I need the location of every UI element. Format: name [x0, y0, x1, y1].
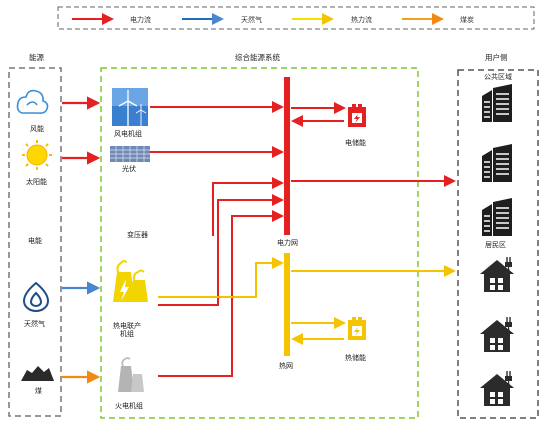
wind-turbine-image [112, 88, 148, 126]
chp-label: 热电联产 机组 [113, 322, 141, 339]
chp-heat-flow [158, 257, 284, 298]
user-section-title: 用户侧 [485, 53, 508, 62]
pv-label: 光伏 [122, 165, 136, 173]
thermal-plant-label: 火电机组 [115, 402, 143, 410]
public-building-icon-3 [481, 197, 513, 237]
legend-coal-label: 煤炭 [460, 16, 474, 24]
coal-icon [21, 366, 54, 381]
legend-frame [57, 6, 535, 30]
public-area-label: 公共区域 [484, 73, 512, 81]
heat-storage-label: 热储能 [345, 354, 366, 362]
wind-source-label: 风能 [30, 125, 44, 133]
source-frame [8, 67, 62, 417]
legend-electric-label: 电力流 [130, 16, 151, 24]
house-icon-2 [479, 316, 515, 353]
chp-power-flow [158, 194, 284, 306]
wind-turbine-label: 风电机组 [114, 130, 142, 138]
public-building-icon-2 [481, 143, 513, 183]
transformer-to-grid-flow [212, 177, 284, 236]
user-frame [457, 69, 539, 419]
power-source-label: 电能 [28, 237, 42, 245]
source-section-title: 能源 [29, 53, 44, 62]
heat-grid-bus [284, 253, 290, 356]
power-grid-bus [284, 77, 290, 235]
system-frame [100, 67, 419, 419]
transformer-label: 变压器 [127, 231, 148, 239]
residential-area-label: 居民区 [485, 241, 506, 249]
electric-storage-icon [348, 104, 366, 127]
heat-grid-label: 热网 [279, 362, 293, 370]
legend-gas-label: 天然气 [241, 16, 262, 24]
coal-source-label: 煤 [35, 387, 42, 395]
thermal-plant-icon [118, 357, 144, 392]
gas-source-label: 天然气 [24, 320, 45, 328]
system-section-title: 综合能源系统 [235, 53, 280, 62]
house-icon-3 [479, 370, 515, 407]
sun-icon [22, 140, 52, 170]
heat-storage-icon [348, 317, 366, 340]
power-grid-label: 电力网 [277, 239, 298, 247]
house-icon-1 [479, 256, 515, 293]
legend-heat-label: 热力流 [351, 16, 372, 24]
electric-storage-label: 电储能 [345, 139, 366, 147]
pv-panel-image [110, 146, 150, 162]
gas-flame-icon [22, 281, 50, 312]
solar-source-label: 太阳能 [26, 178, 47, 186]
chp-plant-icon [113, 260, 148, 302]
wind-icon [16, 89, 49, 114]
public-building-icon-1 [481, 83, 513, 123]
